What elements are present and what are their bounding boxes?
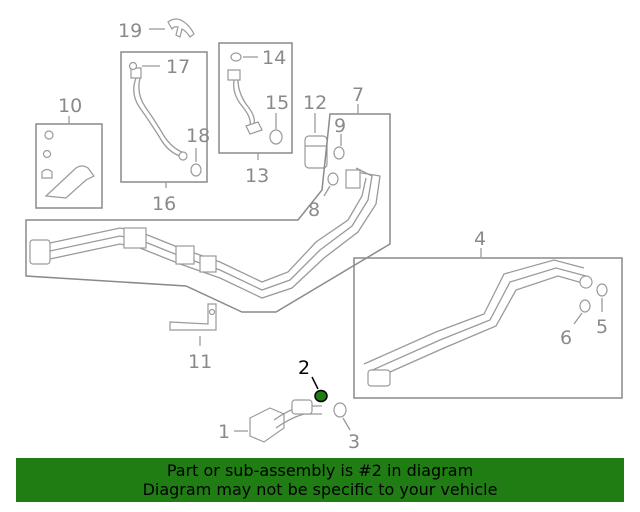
callout-2[interactable]: 2 — [298, 357, 310, 379]
part-7-pipe-assembly[interactable] — [29, 167, 381, 299]
part-4-pipe[interactable] — [363, 259, 593, 387]
part-13-hose[interactable] — [227, 52, 263, 135]
callout-7[interactable]: 7 — [352, 84, 364, 106]
callout-5[interactable]: 5 — [596, 316, 608, 338]
group-box-13 — [218, 42, 293, 154]
part-8-o-ring[interactable] — [327, 172, 339, 186]
part-15-o-ring[interactable] — [269, 129, 283, 145]
group-box-4 — [353, 257, 623, 399]
part-11-bracket[interactable] — [169, 303, 217, 331]
callout-1[interactable]: 1 — [218, 421, 230, 443]
part-9-o-ring[interactable] — [333, 146, 345, 160]
part-1-fitting[interactable] — [249, 399, 322, 443]
group-box-16 — [120, 51, 208, 183]
callout-16[interactable]: 16 — [152, 193, 176, 215]
info-banner: Part or sub-assembly is #2 in diagram Di… — [16, 458, 624, 502]
banner-line-2: Diagram may not be specific to your vehi… — [142, 480, 498, 499]
callout-6[interactable]: 6 — [560, 327, 572, 349]
part-16-hose[interactable] — [128, 61, 188, 161]
callout-15[interactable]: 15 — [265, 92, 289, 114]
callout-8[interactable]: 8 — [308, 199, 320, 221]
callout-18[interactable]: 18 — [186, 125, 210, 147]
group-box-7 — [25, 113, 391, 313]
part-6-o-ring[interactable] — [579, 299, 591, 313]
callout-17[interactable]: 17 — [166, 56, 190, 78]
callout-3[interactable]: 3 — [348, 431, 360, 453]
callout-11[interactable]: 11 — [188, 351, 212, 373]
part-12-canister[interactable] — [304, 135, 328, 169]
callout-10[interactable]: 10 — [58, 95, 82, 117]
part-10-bolts-bracket[interactable] — [41, 130, 95, 199]
part-5-o-ring[interactable] — [596, 283, 608, 297]
callout-9[interactable]: 9 — [334, 115, 346, 137]
callout-4[interactable]: 4 — [474, 228, 486, 250]
banner-line-1: Part or sub-assembly is #2 in diagram — [166, 461, 474, 480]
callout-14[interactable]: 14 — [262, 47, 286, 69]
callout-12[interactable]: 12 — [303, 92, 327, 114]
callout-13[interactable]: 13 — [245, 165, 269, 187]
part-18-o-ring[interactable] — [190, 163, 202, 177]
part-2-o-ring-highlighted[interactable] — [314, 389, 328, 403]
part-19-clip[interactable] — [167, 18, 195, 38]
part-3-o-ring[interactable] — [333, 402, 347, 418]
callout-19[interactable]: 19 — [118, 20, 142, 42]
